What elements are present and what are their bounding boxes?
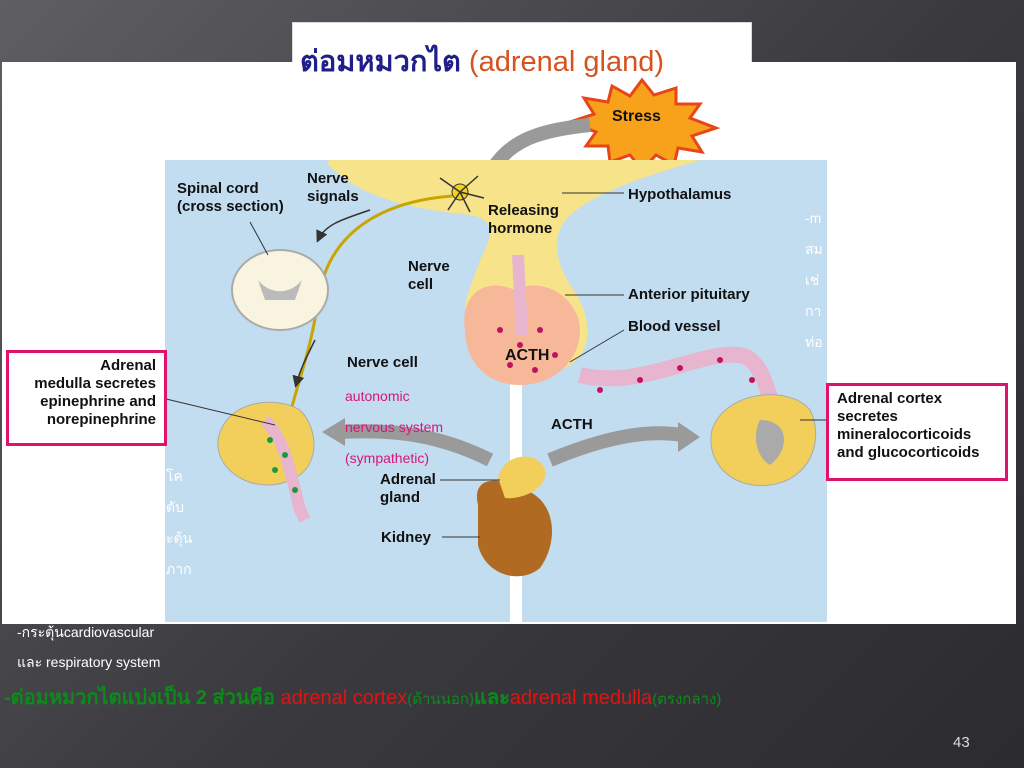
adrenal-center (498, 456, 546, 499)
hidden-text-left: โค ตับ ะตุ้น ภาก (166, 461, 192, 585)
nerve-signals-label: Nerve signals (307, 170, 359, 205)
nervous-system-label: nervous system (345, 419, 444, 435)
summary-medulla-th: (ตรงกลาง) (652, 691, 722, 708)
hidden-left-line: ตับ (166, 499, 184, 515)
hidden-left-line: ภาก (166, 561, 192, 577)
diagram-left-background (165, 160, 510, 622)
title-thai: ต่อมหมวกไต (300, 46, 461, 78)
adrenal-medulla-box: Adrenal medulla secretes epinephrine and… (6, 350, 167, 446)
arrow-to-medulla (337, 424, 494, 467)
hidden-right-line: -m (805, 210, 822, 226)
blood-vessel-label: Blood vessel (628, 318, 721, 335)
nerve-cell-label: Nerve cell (347, 354, 418, 371)
hidden-left-line: ะตุ้น (166, 530, 193, 546)
acth-vessel-label: ACTH (551, 416, 593, 433)
spinal-cord (231, 249, 329, 331)
summary-cortex: adrenal cortex (280, 687, 408, 709)
summary-medulla: adrenal medulla (509, 687, 653, 709)
hidden-right-line: กา (805, 303, 822, 319)
arrow-to-cortex (547, 426, 684, 467)
hidden-text-right: -m สม เช่ กา ท่อ (805, 203, 823, 358)
slide-title: ต่อมหมวกไต (adrenal gland) (300, 38, 760, 84)
hidden-left-line: โค (166, 468, 183, 484)
autonomic-label: autonomic (345, 388, 410, 404)
hidden-right-line: เช่ (805, 272, 820, 288)
sympathetic-label: (sympathetic) (345, 450, 430, 466)
acth-gland-label: ACTH (505, 347, 550, 364)
hidden-right-line: สม (805, 241, 823, 257)
releasing-hormone-label: Releasing hormone (488, 202, 559, 237)
summary-line: -ต่อมหมวกไตแบ่งเป็น 2 ส่วนคือ adrenal co… (4, 681, 721, 713)
note-line-1: -กระตุ้นcardiovascular (17, 624, 155, 640)
adrenal-cortex-box: Adrenal cortex secretes mineralocorticoi… (826, 383, 1008, 481)
page-number: 43 (953, 734, 970, 751)
summary-intro: -ต่อมหมวกไตแบ่งเป็น 2 ส่วนคือ (4, 687, 281, 709)
kidney (476, 480, 552, 577)
hypothalamus-label: Hypothalamus (628, 186, 732, 203)
stress-label: Stress (612, 108, 661, 125)
spinal-cord-label: Spinal cord (cross section) (177, 180, 284, 215)
adrenal-medulla-text: Adrenal medulla secretes epinephrine and… (34, 357, 156, 428)
summary-and: และ (473, 687, 510, 709)
anterior-pituitary-label: Anterior pituitary (628, 286, 750, 303)
adrenal-cortex-text: Adrenal cortex secretes mineralocorticoi… (837, 390, 980, 461)
adrenal-gland-label: Adrenal gland (380, 471, 436, 506)
title-english: (adrenal gland) (468, 46, 664, 78)
nerve-cell-top-label: Nerve cell (408, 258, 450, 293)
hidden-right-line: ท่อ (805, 334, 823, 350)
medulla-dots (267, 437, 298, 493)
note-line-2: และ respiratory system (17, 654, 161, 670)
pituitary-shape (464, 285, 580, 385)
summary-cortex-th: (ด้านนอก) (407, 691, 474, 708)
kidney-label: Kidney (381, 529, 432, 546)
